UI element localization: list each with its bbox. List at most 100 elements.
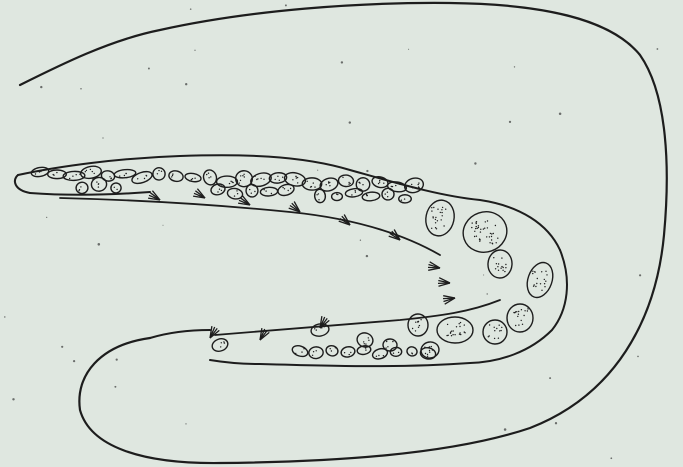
stipple-dot xyxy=(295,176,296,177)
stipple-dot xyxy=(330,348,331,349)
stipple-dot xyxy=(476,223,477,224)
stipple-dot xyxy=(359,182,360,183)
stipple-dot xyxy=(498,270,499,271)
stipple-dot xyxy=(316,194,317,195)
stipple-dot xyxy=(125,173,126,174)
stipple-dot xyxy=(316,350,317,351)
stipple-dot xyxy=(92,171,93,172)
stipple-dot xyxy=(497,238,498,239)
stipple-dot xyxy=(240,180,241,181)
stipple-dot xyxy=(491,233,492,234)
stipple-dot xyxy=(296,177,297,178)
stipple-dot xyxy=(313,182,314,183)
stipple-dot xyxy=(264,189,265,190)
stipple-dot xyxy=(503,267,504,268)
stipple-dot xyxy=(483,228,484,229)
stipple-dot xyxy=(314,328,315,329)
stipple-dot xyxy=(419,325,420,326)
stipple-dot xyxy=(355,192,356,193)
stipple-dot xyxy=(451,331,452,332)
stipple-dot xyxy=(80,186,81,187)
stipple-dot xyxy=(208,177,209,178)
stipple-dot xyxy=(489,242,490,243)
paper-speckle xyxy=(349,121,351,123)
stipple-dot xyxy=(459,323,460,324)
stipple-dot xyxy=(316,329,317,330)
stipple-dot xyxy=(478,225,479,226)
stipple-dot xyxy=(232,182,233,183)
stipple-dot xyxy=(451,335,452,336)
paper-speckle xyxy=(555,422,557,424)
stipple-dot xyxy=(329,182,330,183)
stipple-dot xyxy=(171,176,172,177)
paper-speckle xyxy=(483,274,484,275)
stipple-dot xyxy=(244,176,245,177)
stipple-dot xyxy=(479,239,480,240)
stipple-dot xyxy=(435,227,436,228)
stipple-dot xyxy=(431,210,432,211)
stipple-dot xyxy=(489,236,490,237)
stipple-dot xyxy=(450,333,451,334)
stipple-dot xyxy=(459,334,460,335)
stipple-dot xyxy=(385,193,386,194)
stipple-dot xyxy=(516,311,517,312)
stipple-dot xyxy=(484,228,485,229)
stipple-dot xyxy=(532,271,533,272)
stipple-dot xyxy=(545,271,546,272)
stipple-dot xyxy=(326,184,327,185)
stipple-dot xyxy=(441,219,442,220)
stipple-dot xyxy=(418,182,419,183)
stipple-dot xyxy=(500,330,501,331)
stipple-dot xyxy=(398,352,399,353)
stipple-dot xyxy=(494,327,495,328)
stipple-dot xyxy=(329,185,330,186)
stipple-dot xyxy=(456,326,457,327)
stipple-dot xyxy=(534,271,535,272)
stipple-dot xyxy=(210,176,211,177)
stipple-dot xyxy=(523,315,524,316)
stipple-dot xyxy=(229,183,230,184)
stipple-dot xyxy=(234,195,235,196)
paper-speckle xyxy=(190,8,192,10)
stipple-dot xyxy=(321,326,322,327)
stipple-dot xyxy=(429,346,430,347)
stipple-dot xyxy=(224,342,225,343)
stipple-dot xyxy=(221,184,222,185)
stipple-dot xyxy=(474,236,475,237)
stipple-dot xyxy=(496,328,497,329)
stipple-dot xyxy=(404,198,405,199)
paper-speckle xyxy=(185,83,187,85)
stipple-dot xyxy=(387,196,388,197)
stipple-dot xyxy=(427,356,428,357)
stipple-dot xyxy=(505,267,506,268)
stipple-dot xyxy=(387,192,388,193)
stipple-dot xyxy=(442,207,443,208)
paper-speckle xyxy=(474,162,476,164)
paper-speckle xyxy=(40,86,42,88)
stipple-dot xyxy=(257,178,258,179)
stipple-dot xyxy=(418,184,419,185)
stipple-dot xyxy=(350,352,351,353)
stipple-dot xyxy=(544,286,545,287)
stipple-dot xyxy=(223,341,224,342)
stipple-dot xyxy=(35,173,36,174)
stipple-dot xyxy=(495,268,496,269)
stipple-dot xyxy=(79,174,80,175)
stipple-dot xyxy=(485,221,486,222)
stipple-dot xyxy=(445,209,446,210)
stipple-dot xyxy=(418,321,419,322)
stipple-dot xyxy=(271,193,272,194)
stipple-dot xyxy=(418,186,419,187)
stipple-dot xyxy=(282,177,283,178)
stipple-dot xyxy=(491,236,492,237)
stipple-dot xyxy=(447,324,448,325)
stipple-dot xyxy=(431,346,432,347)
paper-speckle xyxy=(12,398,14,400)
stipple-dot xyxy=(221,190,222,191)
stipple-dot xyxy=(385,347,386,348)
stipple-dot xyxy=(383,355,384,356)
stipple-dot xyxy=(460,334,461,335)
stipple-dot xyxy=(263,179,264,180)
stipple-dot xyxy=(518,314,519,315)
